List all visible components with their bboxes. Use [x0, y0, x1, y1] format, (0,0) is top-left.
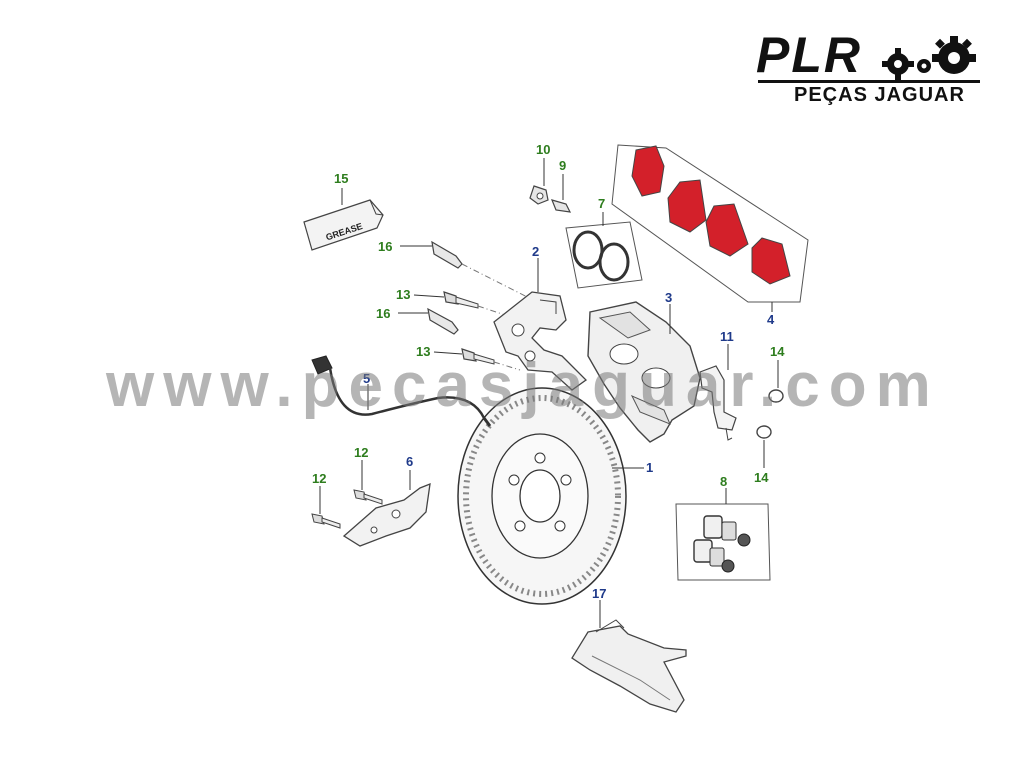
label-3: 3 — [665, 290, 672, 305]
label-8: 8 — [720, 474, 727, 489]
splash-plate — [342, 482, 431, 547]
bolt-upper — [413, 291, 521, 321]
label-1: 1 — [646, 460, 653, 475]
label-14-lower: 14 — [754, 470, 769, 485]
bolt-12-upper — [353, 489, 383, 505]
brand-rule — [758, 80, 980, 83]
label-17: 17 — [592, 586, 606, 601]
label-13-upper: 13 — [396, 287, 410, 302]
label-15: 15 — [334, 171, 348, 186]
seal-kit-box — [565, 221, 643, 289]
dust-shield — [571, 619, 687, 713]
label-16-upper: 16 — [378, 239, 392, 254]
label-4: 4 — [767, 312, 775, 327]
bleed-screw-cap — [529, 185, 549, 205]
label-12-lower: 12 — [312, 471, 326, 486]
label-2: 2 — [532, 244, 539, 259]
guide-pin-upper — [400, 240, 546, 307]
label-6: 6 — [406, 454, 413, 469]
brand-logo: PLR PEÇAS JAGUAR — [752, 28, 992, 112]
gears-icon — [882, 36, 976, 80]
pad-wear-clip — [699, 365, 737, 441]
label-5: 5 — [363, 371, 370, 386]
label-12-upper: 12 — [354, 445, 368, 460]
washer-lower — [756, 425, 772, 439]
brake-disc — [457, 387, 627, 605]
label-13-lower: 13 — [416, 344, 430, 359]
label-10: 10 — [536, 142, 550, 157]
label-9: 9 — [559, 158, 566, 173]
bolt-lower — [433, 348, 521, 371]
caliper-bracket — [493, 291, 588, 391]
wear-sensor-wire — [311, 355, 492, 427]
grease-sachet: GREASE — [303, 199, 384, 251]
caliper — [587, 301, 701, 443]
bleed-screw — [550, 199, 572, 213]
brake-pads-box — [611, 144, 809, 303]
label-7: 7 — [598, 196, 605, 211]
bolt-12-lower — [311, 513, 341, 529]
brand-name: PLR — [756, 27, 862, 83]
brand-subtitle: PEÇAS JAGUAR — [794, 84, 965, 106]
label-16-lower: 16 — [376, 306, 390, 321]
washer-upper — [768, 389, 784, 403]
label-14-upper: 14 — [770, 344, 785, 359]
guide-pin-lower — [398, 307, 459, 335]
label-11: 11 — [720, 329, 734, 344]
pin-kit-box — [675, 503, 771, 581]
